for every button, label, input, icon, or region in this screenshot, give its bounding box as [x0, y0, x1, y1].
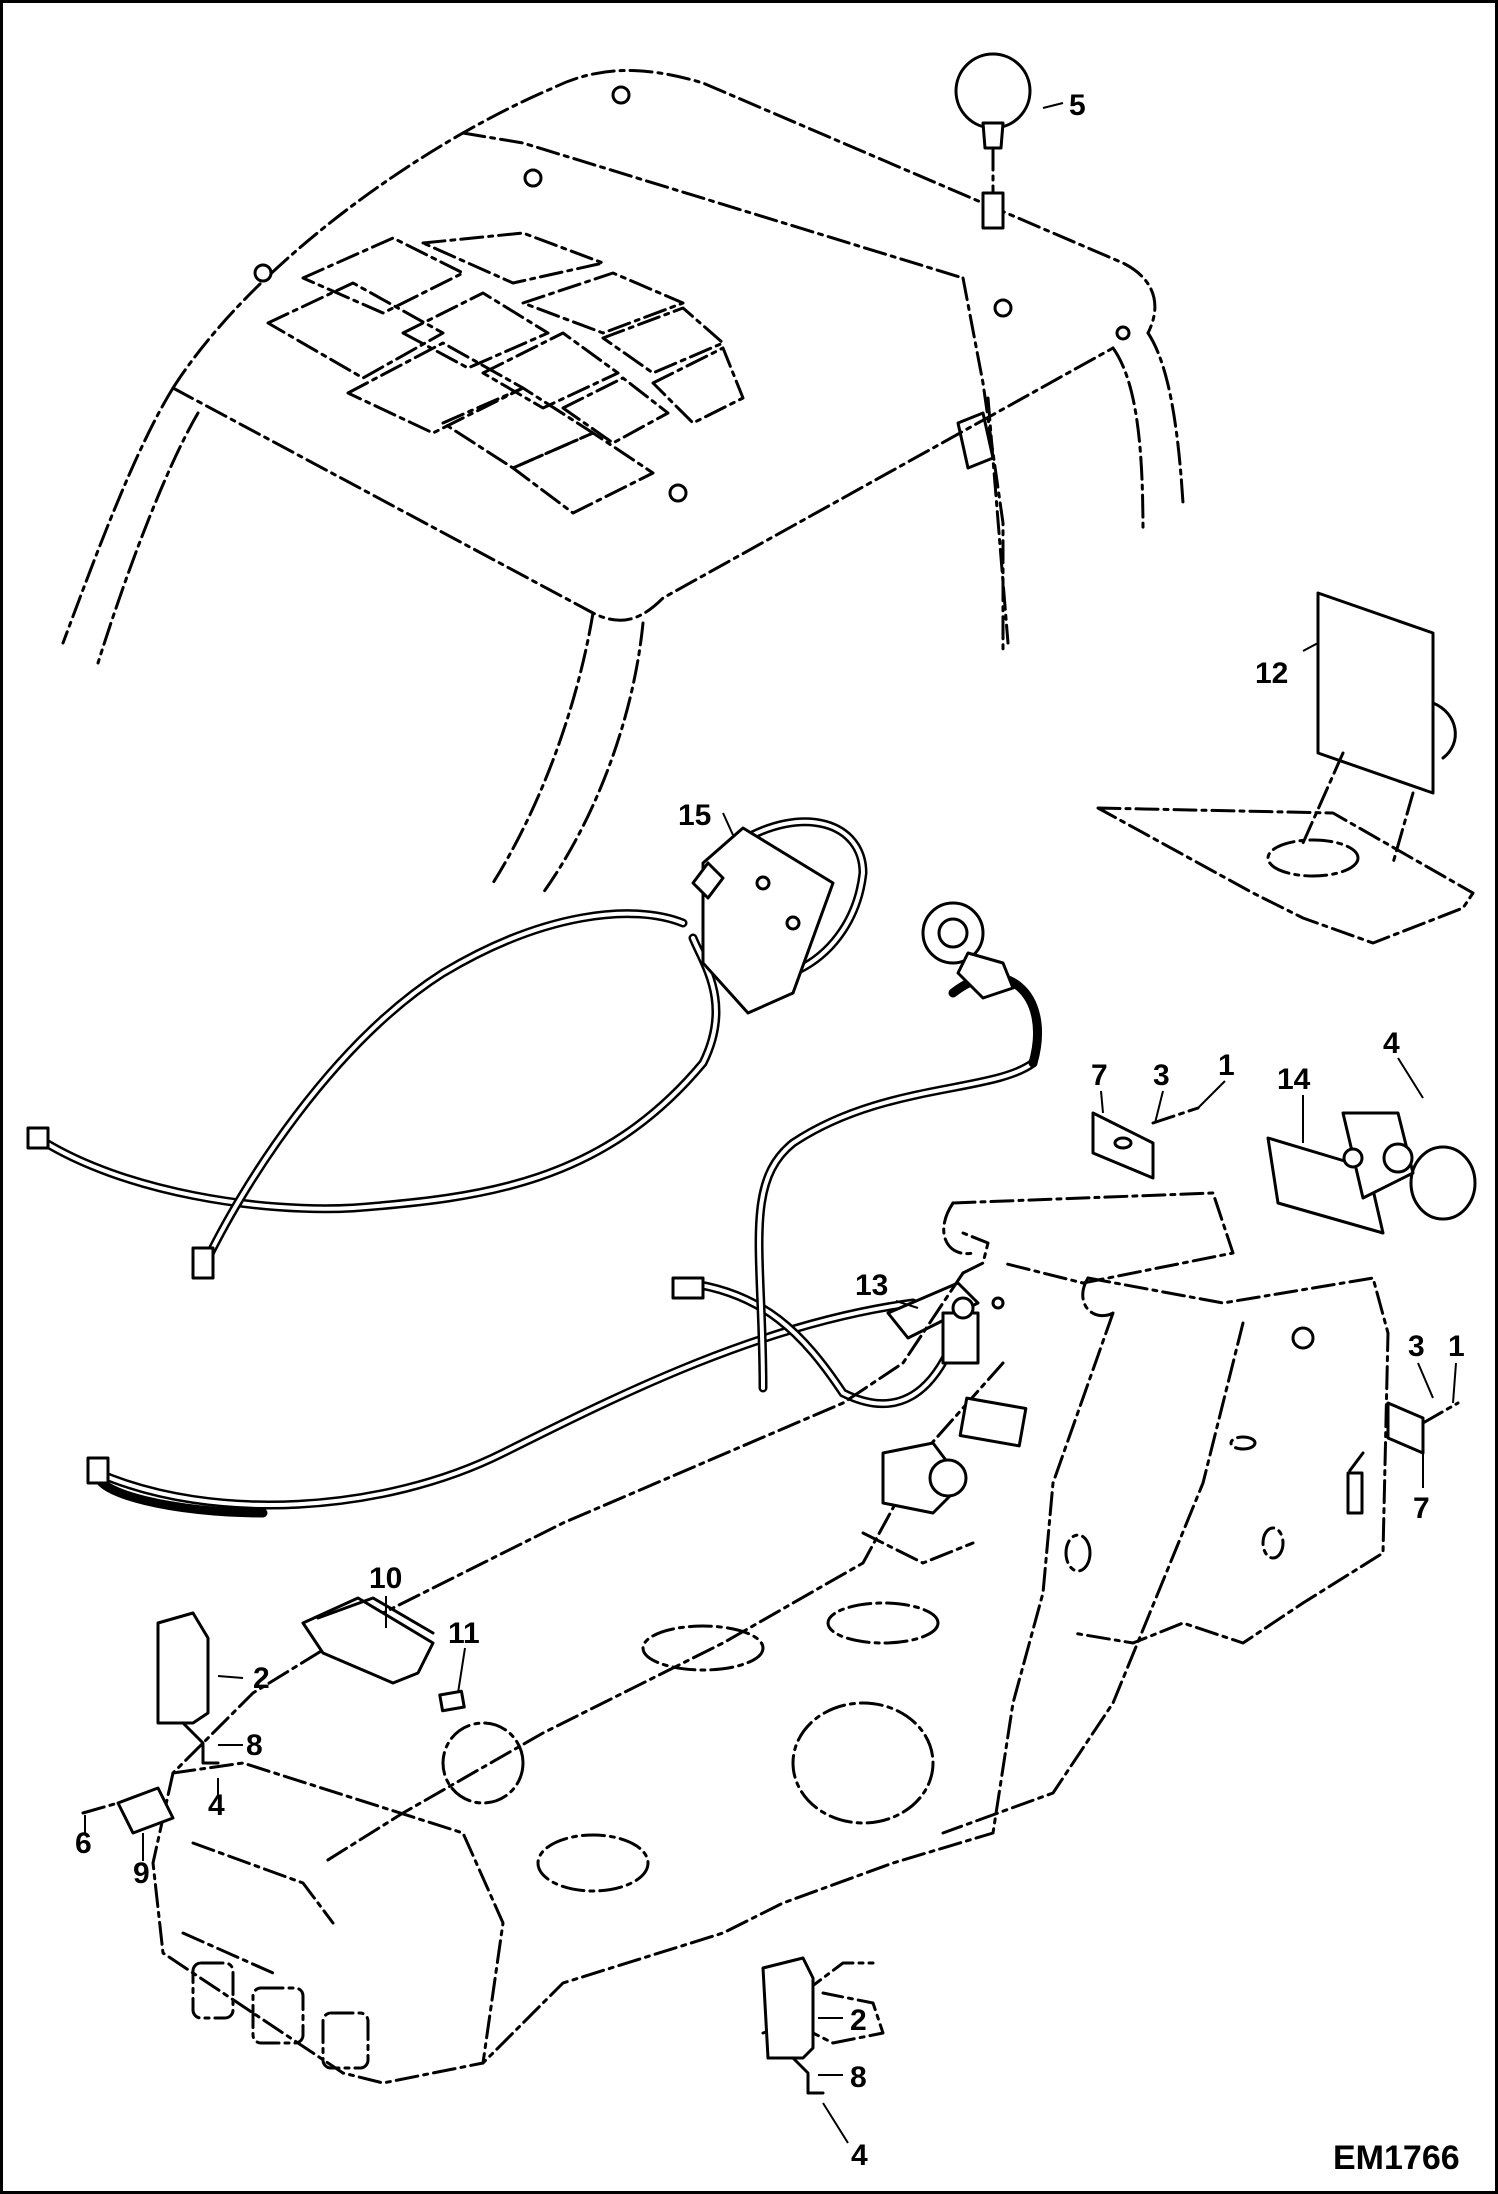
callout-3: 3 — [1153, 1059, 1170, 1092]
callout-4: 4 — [1383, 1027, 1400, 1060]
bracket-upper — [1091, 1106, 1200, 1180]
callout-15: 15 — [678, 799, 711, 832]
callout-14: 14 — [1277, 1063, 1311, 1096]
callout-7: 7 — [1091, 1059, 1108, 1092]
callout-12: 12 — [1255, 657, 1288, 690]
callout-4-left: 4 — [208, 1789, 225, 1822]
mount-plate — [1096, 591, 1475, 945]
control-module — [301, 1596, 466, 1713]
callout-labels: 5 12 15 4 7 3 1 14 13 3 1 7 10 11 2 8 4 … — [75, 89, 1465, 2172]
callout-1-lower: 1 — [1448, 1330, 1465, 1363]
callout-1: 1 — [1218, 1049, 1235, 1082]
callout-2-bottom: 2 — [850, 2004, 867, 2037]
callout-9: 9 — [133, 1857, 150, 1890]
callout-2: 2 — [253, 1662, 270, 1695]
callout-6: 6 — [75, 1827, 92, 1860]
bracket-bottom — [761, 1956, 825, 2095]
backup-alarm — [691, 826, 835, 1015]
callout-11: 11 — [448, 1617, 480, 1650]
bracket-left — [156, 1611, 220, 1765]
valve-mount — [1266, 1111, 1415, 1235]
callout-8: 8 — [246, 1729, 263, 1762]
bracket-lower — [1386, 1401, 1460, 1455]
figure-code: EM1766 — [1333, 2139, 1460, 2177]
pin-clip — [81, 1786, 175, 1835]
callout-10: 10 — [369, 1562, 402, 1595]
callout-5: 5 — [1069, 89, 1086, 122]
exploded-parts-drawing: 5 12 15 4 7 3 1 14 13 3 1 7 10 11 2 8 4 … — [26, 52, 1477, 2177]
seal-ring — [1409, 1145, 1477, 1221]
canopy-roof — [61, 69, 1185, 895]
callout-7-lower: 7 — [1413, 1492, 1430, 1525]
callout-3-lower: 3 — [1408, 1330, 1425, 1363]
pressure-switch — [921, 901, 1015, 1000]
beacon-light — [954, 52, 1032, 230]
callout-13: 13 — [855, 1269, 888, 1302]
solenoid-valve — [886, 1281, 980, 1365]
machine-frame — [151, 1191, 1390, 2085]
callout-4-bottom: 4 — [851, 2139, 868, 2172]
callout-8-bottom: 8 — [850, 2061, 867, 2094]
wire-harness — [26, 817, 1042, 1518]
leader-lines — [84, 102, 1457, 2144]
